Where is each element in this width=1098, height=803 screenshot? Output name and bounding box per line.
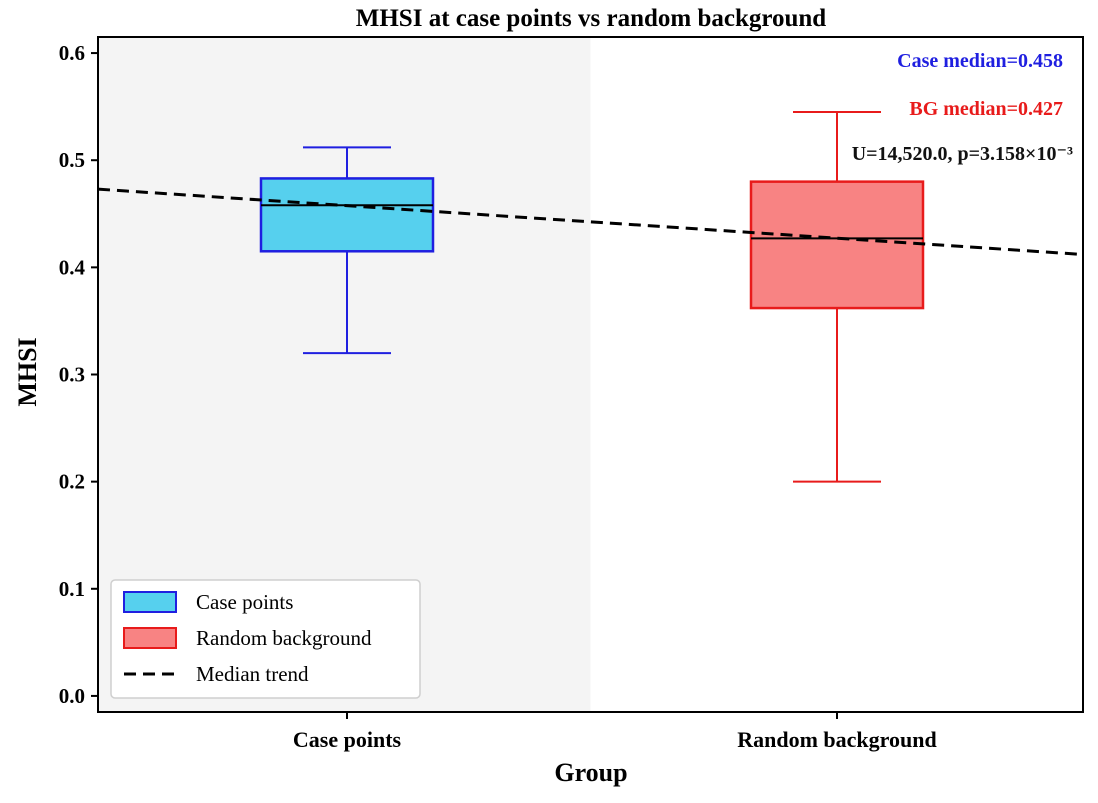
mann-whitney-annotation: U=14,520.0, p=3.158×10⁻³ — [852, 143, 1073, 165]
x-ticks: Case points Random background — [293, 712, 937, 752]
y-tick-label: 0.1 — [59, 577, 85, 601]
legend-swatch-case-points — [123, 591, 177, 613]
legend-label-random-background: Random background — [196, 626, 372, 650]
chart-title: MHSI at case points vs random background — [356, 5, 827, 32]
y-axis-label: MHSI — [13, 337, 42, 406]
legend: Case points Random background Median tre… — [110, 579, 421, 699]
y-tick-label: 0.4 — [59, 255, 86, 279]
plot-frame — [97, 36, 1084, 713]
box-body — [259, 177, 435, 253]
median-trend-line — [97, 187, 1084, 256]
y-ticks: 0.0 0.1 0.2 0.3 0.4 0.5 0.6 — [59, 41, 98, 708]
box-body — [749, 180, 925, 310]
box-plot — [259, 146, 435, 355]
x-axis-label: Group — [554, 758, 627, 787]
y-tick-label: 0.6 — [59, 41, 85, 65]
legend-frame — [110, 579, 421, 699]
y-tick-label: 0.5 — [59, 148, 85, 172]
legend-swatch-random-background — [123, 627, 177, 649]
box-plots — [259, 111, 925, 483]
legend-label-median-trend: Median trend — [196, 662, 309, 686]
x-tick-label: Random background — [737, 727, 937, 752]
y-tick-label: 0.0 — [59, 684, 85, 708]
y-tick-label: 0.2 — [59, 470, 85, 494]
case-median-annotation: Case median=0.458 — [897, 50, 1063, 72]
box-plot — [749, 111, 925, 483]
bg-median-annotation: BG median=0.427 — [909, 98, 1063, 120]
y-tick-label: 0.3 — [59, 363, 85, 387]
legend-label-case-points: Case points — [196, 590, 293, 614]
x-tick-label: Case points — [293, 727, 402, 752]
